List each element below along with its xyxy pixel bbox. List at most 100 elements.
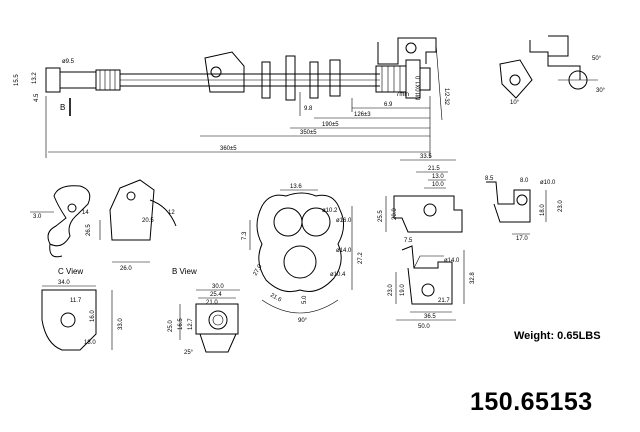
svg-text:13.0: 13.0: [432, 174, 444, 180]
c-view-outline: [41, 289, 97, 351]
svg-text:350±5: 350±5: [300, 130, 317, 136]
svg-text:ø10.4: ø10.4: [330, 272, 346, 278]
svg-text:21.5: 21.5: [428, 166, 440, 172]
spring-clip-outline: [47, 185, 91, 247]
top-left-diameter: ø9.5: [62, 59, 75, 65]
weight-label: Weight: 0.65LBS: [514, 330, 601, 342]
svg-text:ø14.0: ø14.0: [444, 258, 460, 264]
b-view-label: B View: [172, 267, 197, 276]
b-view-drawing: 30.0 25.4 21.0 25.0 16.5 12.7 25°: [168, 284, 240, 356]
svg-text:21.0: 21.0: [206, 300, 218, 306]
svg-text:21.7: 21.7: [438, 298, 450, 304]
svg-text:90°: 90°: [298, 318, 308, 324]
mid-right-bracket-view: 33.5 21.5 13.0 10.0 25.5 20.0: [378, 154, 463, 233]
svg-text:32.8: 32.8: [470, 272, 476, 284]
bottom-right-bracket-view: 7.5 ø14.0 23.0 19.0 21.7 36.5 50.0 32.8: [388, 238, 476, 330]
svg-text:360±5: 360±5: [220, 146, 237, 152]
svg-text:19.0: 19.0: [400, 284, 406, 296]
left-fitting-block: [45, 67, 61, 93]
hose-assembly-view: B 15.5 13.2 4.5 ø9.5 360±5 350±5 190±5 1…: [14, 37, 449, 158]
svg-text:9.8: 9.8: [304, 106, 313, 112]
angled-bracket-outline: [401, 245, 453, 305]
flat-bracket-outline: [393, 195, 463, 233]
svg-text:190±5: 190±5: [322, 122, 339, 128]
section-b-marker-label: B: [60, 103, 65, 112]
svg-text:ø10.0: ø10.0: [540, 180, 556, 186]
svg-text:1/2-32: 1/2-32: [443, 88, 449, 106]
svg-text:13.2: 13.2: [32, 72, 38, 84]
svg-text:12: 12: [168, 210, 175, 216]
c-view-drawing: 34.0 11.7 16.0 33.0 18.0: [41, 280, 124, 351]
svg-text:7.5: 7.5: [404, 238, 413, 244]
right-fitting-body: [375, 65, 407, 93]
svg-text:27.0: 27.0: [253, 263, 264, 277]
svg-text:18.0: 18.0: [84, 340, 96, 346]
mid-left-clip-view: 3.0 14: [30, 185, 91, 258]
svg-text:16.0: 16.0: [90, 310, 96, 322]
support-ring-1: [261, 61, 271, 99]
svg-text:25.5: 25.5: [378, 210, 384, 222]
svg-text:12.7: 12.7: [188, 318, 194, 330]
top-right-bracket-detail: 10° 50° 30°: [499, 35, 606, 106]
svg-text:17.0: 17.0: [516, 236, 528, 242]
svg-text:13.6: 13.6: [290, 184, 302, 190]
grommet-plate-view: 13.6 7.3 ø10.2 ø16.0 ø14.0 ø10.4 27.2 27…: [242, 184, 364, 324]
svg-text:50.0: 50.0: [418, 324, 430, 330]
svg-text:16.5: 16.5: [178, 318, 184, 330]
support-ring-4: [329, 59, 341, 97]
svg-text:10.0: 10.0: [432, 182, 444, 188]
svg-text:20.0: 20.0: [392, 208, 398, 220]
svg-text:30.0: 30.0: [212, 284, 224, 290]
svg-text:34.0: 34.0: [58, 280, 70, 286]
b-view-body: [195, 303, 239, 335]
svg-text:8.5: 8.5: [485, 176, 494, 182]
svg-text:27.2: 27.2: [358, 252, 364, 264]
right-thread-end: [419, 67, 431, 91]
side-bracket-view: 8.5 8.0 ø10.0 18.0 23.0 17.0: [485, 176, 564, 242]
svg-text:33.5: 33.5: [420, 154, 432, 160]
svg-text:ø16.0: ø16.0: [336, 218, 352, 224]
grommet-hole-upper-left: [273, 207, 303, 237]
svg-text:11.7: 11.7: [70, 298, 82, 304]
grommet-hole-upper-right: [301, 207, 331, 237]
svg-text:21.6: 21.6: [269, 293, 283, 304]
grommet-hole-lower: [283, 245, 317, 279]
angled-bracket-hole: [421, 283, 435, 297]
svg-text:18.0: 18.0: [540, 204, 546, 216]
svg-text:23.0: 23.0: [388, 284, 394, 296]
svg-text:M10X1.0: M10X1.0: [416, 75, 422, 100]
svg-text:25°: 25°: [184, 350, 194, 356]
left-fitting-crimp: [95, 69, 121, 91]
svg-text:14: 14: [82, 210, 89, 216]
svg-text:4.5: 4.5: [34, 93, 40, 102]
svg-text:26.5: 26.5: [86, 224, 92, 236]
svg-text:36.5: 36.5: [424, 314, 436, 320]
mid-left-bracket-view: 26.0 26.5 20.5 12: [86, 179, 177, 272]
svg-text:15.5: 15.5: [14, 74, 20, 86]
svg-text:7.3: 7.3: [242, 231, 248, 240]
bracket-tab: [499, 59, 533, 99]
svg-text:3.0: 3.0: [33, 214, 42, 220]
svg-text:126±3: 126±3: [354, 112, 371, 118]
flat-bracket-hole: [423, 203, 437, 217]
bracket-flange: [548, 35, 569, 57]
hose-mount-bracket: [204, 51, 245, 93]
svg-text:10°: 10°: [510, 100, 520, 106]
bracket-outline: [529, 40, 581, 80]
svg-text:33.0: 33.0: [118, 318, 124, 330]
part-number: 150.65153: [470, 388, 593, 416]
svg-text:ø10.2: ø10.2: [322, 208, 338, 214]
support-ring-2: [285, 55, 296, 101]
right-clip-bracket: [377, 37, 437, 65]
svg-text:6.9: 6.9: [384, 102, 393, 108]
svg-text:50°: 50°: [592, 56, 602, 62]
svg-text:30°: 30°: [596, 88, 606, 94]
svg-text:20.5: 20.5: [142, 218, 154, 224]
svg-text:ø14.0: ø14.0: [336, 248, 352, 254]
svg-text:5.0: 5.0: [302, 295, 308, 304]
svg-text:25.0: 25.0: [168, 320, 174, 332]
mounting-bracket-outline: [109, 179, 155, 241]
svg-text:7min: 7min: [396, 92, 409, 98]
left-fitting-body: [59, 71, 97, 89]
